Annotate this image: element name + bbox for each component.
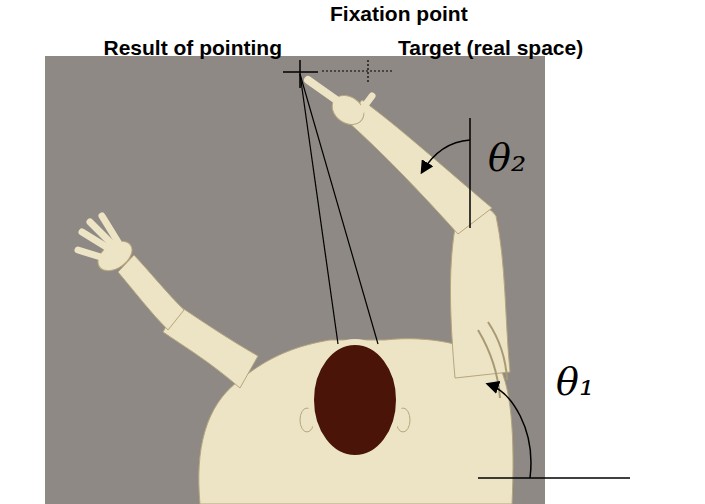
head <box>311 342 399 458</box>
caption-label: Target (real space) <box>398 36 583 59</box>
target-cross <box>322 60 392 84</box>
reference-line <box>469 118 471 228</box>
reference-line <box>478 477 630 479</box>
sight-line <box>300 74 378 344</box>
angle-arrow <box>488 384 531 478</box>
pointing-cross <box>283 60 318 88</box>
caption-label: Result of pointing <box>104 36 282 59</box>
angle-arrow <box>422 140 470 172</box>
caption-label: Fixation point <box>330 2 468 25</box>
human-figure <box>78 80 513 504</box>
background-panel <box>45 56 545 504</box>
sight-line <box>300 74 338 344</box>
angle-symbol: θ₂ <box>488 138 526 180</box>
angle-symbol: θ₁ <box>556 362 594 404</box>
